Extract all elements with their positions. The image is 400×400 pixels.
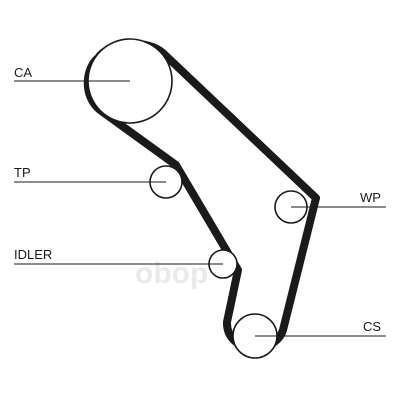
watermark-text: obop (135, 257, 208, 290)
cs-label: CS (363, 319, 381, 334)
ca-label: CA (14, 65, 32, 80)
wp-label: WP (360, 190, 381, 205)
tp-label: TP (14, 165, 31, 180)
idler-label: IDLER (14, 247, 52, 262)
